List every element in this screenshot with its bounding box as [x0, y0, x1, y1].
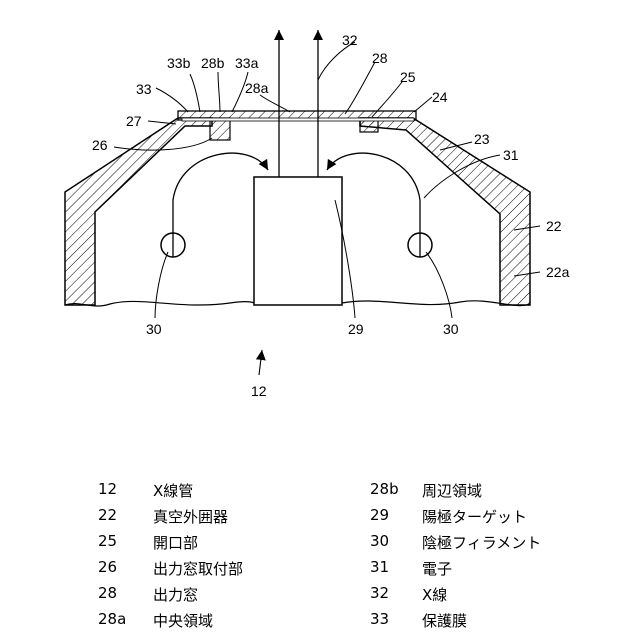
legend-text: 周辺領域 [422, 480, 482, 501]
legend-number: 25 [98, 532, 117, 550]
legend-row: 29 陽極ターゲット [370, 506, 610, 526]
legend-row: 12 X線管 [98, 480, 358, 500]
legend-row: 22 真空外囲器 [98, 506, 358, 526]
legend-row: 28b 周辺領域 [370, 480, 610, 500]
legend-text: 出力窓取付部 [153, 558, 243, 579]
legend-row: 31 電子 [370, 558, 610, 578]
legend-row: 30 陰極フィラメント [370, 532, 610, 552]
legend-text: 保護膜 [422, 610, 467, 631]
legend-text: 開口部 [153, 532, 198, 553]
legend-text: 出力窓 [153, 584, 198, 605]
legend-number: 28a [98, 610, 126, 628]
legend-text: 中央領域 [153, 610, 213, 631]
legend-text: 陽極ターゲット [422, 506, 527, 527]
legend-number: 22 [98, 506, 117, 524]
legend-number: 31 [370, 558, 389, 576]
legend-number: 28b [370, 480, 399, 498]
legend-number: 30 [370, 532, 389, 550]
legend-number: 26 [98, 558, 117, 576]
legend-number: 33 [370, 610, 389, 628]
legend-number: 28 [98, 584, 117, 602]
legend-text: X線管 [153, 480, 193, 501]
legend-text: 真空外囲器 [153, 506, 228, 527]
legend-text: 陰極フィラメント [422, 532, 541, 553]
legend-number: 32 [370, 584, 389, 602]
legend-row: 32 X線 [370, 584, 610, 604]
legend-row: 28a 中央領域 [98, 610, 358, 630]
legend-text: 電子 [422, 558, 452, 579]
legend-number: 29 [370, 506, 389, 524]
legend-text: X線 [422, 584, 447, 605]
legend-row: 26 出力窓取付部 [98, 558, 358, 578]
legend-number: 12 [98, 480, 117, 498]
legend-row: 28 出力窓 [98, 584, 358, 604]
legend-row: 25 開口部 [98, 532, 358, 552]
legend-row: 33 保護膜 [370, 610, 610, 630]
